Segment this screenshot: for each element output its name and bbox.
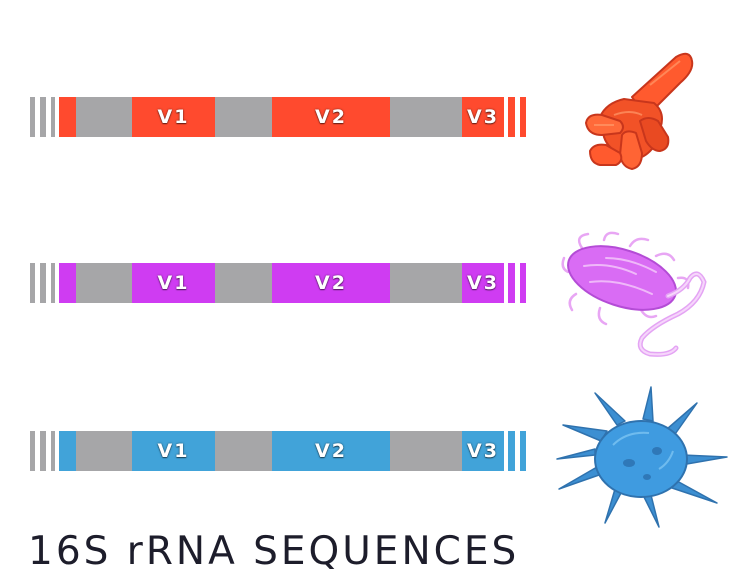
stripe-colored [520,263,526,303]
variable-region-v3 [462,263,504,303]
region-label-v1: V1 [157,440,190,462]
stripe-gray [30,263,35,303]
conserved-segment [390,431,462,471]
region-label-v3: V3 [467,440,499,462]
purple-flagellated-bacterium-icon [561,231,707,357]
stripe-gray [30,431,35,471]
stripe-gray [40,431,46,471]
variable-region-v2 [272,97,390,137]
variable-region-v3 [462,97,504,137]
conserved-segment [59,97,76,137]
variable-region-v3 [462,431,504,471]
region-label-v2: V2 [315,440,347,462]
conserved-segment [390,97,462,137]
conserved-segment [76,431,132,471]
stripe-colored [520,97,526,137]
conserved-segment [76,97,132,137]
stripe-colored [520,431,526,471]
region-label-v2: V2 [315,272,347,294]
conserved-segment [215,263,272,303]
region-label-v3: V3 [467,272,499,294]
stripe-gray [51,97,55,137]
blue-spiky-microbe-icon [556,386,728,528]
conserved-segment [215,97,272,137]
region-label-v2: V2 [315,106,347,128]
conserved-segment [76,263,132,303]
region-label-v3: V3 [467,106,499,128]
conserved-segment [59,263,76,303]
stripe-colored [508,431,515,471]
variable-region-v2 [272,263,390,303]
variable-region-v1 [132,97,215,137]
conserved-segment [390,263,462,303]
stripe-gray [40,97,46,137]
region-label-v1: V1 [157,106,190,128]
stripe-gray [51,263,55,303]
variable-region-v1 [132,263,215,303]
page-title: 16S rRNA SEQUENCES [28,529,520,574]
conserved-segment [215,431,272,471]
conserved-segment [59,431,76,471]
orange-rod-bacterium-icon [585,52,694,170]
stripe-gray [51,431,55,471]
stripe-colored [508,263,515,303]
stripe-gray [30,97,35,137]
stripe-colored [508,97,515,137]
region-label-v1: V1 [157,272,190,294]
stripe-gray [40,263,46,303]
variable-region-v2 [272,431,390,471]
variable-region-v1 [132,431,215,471]
